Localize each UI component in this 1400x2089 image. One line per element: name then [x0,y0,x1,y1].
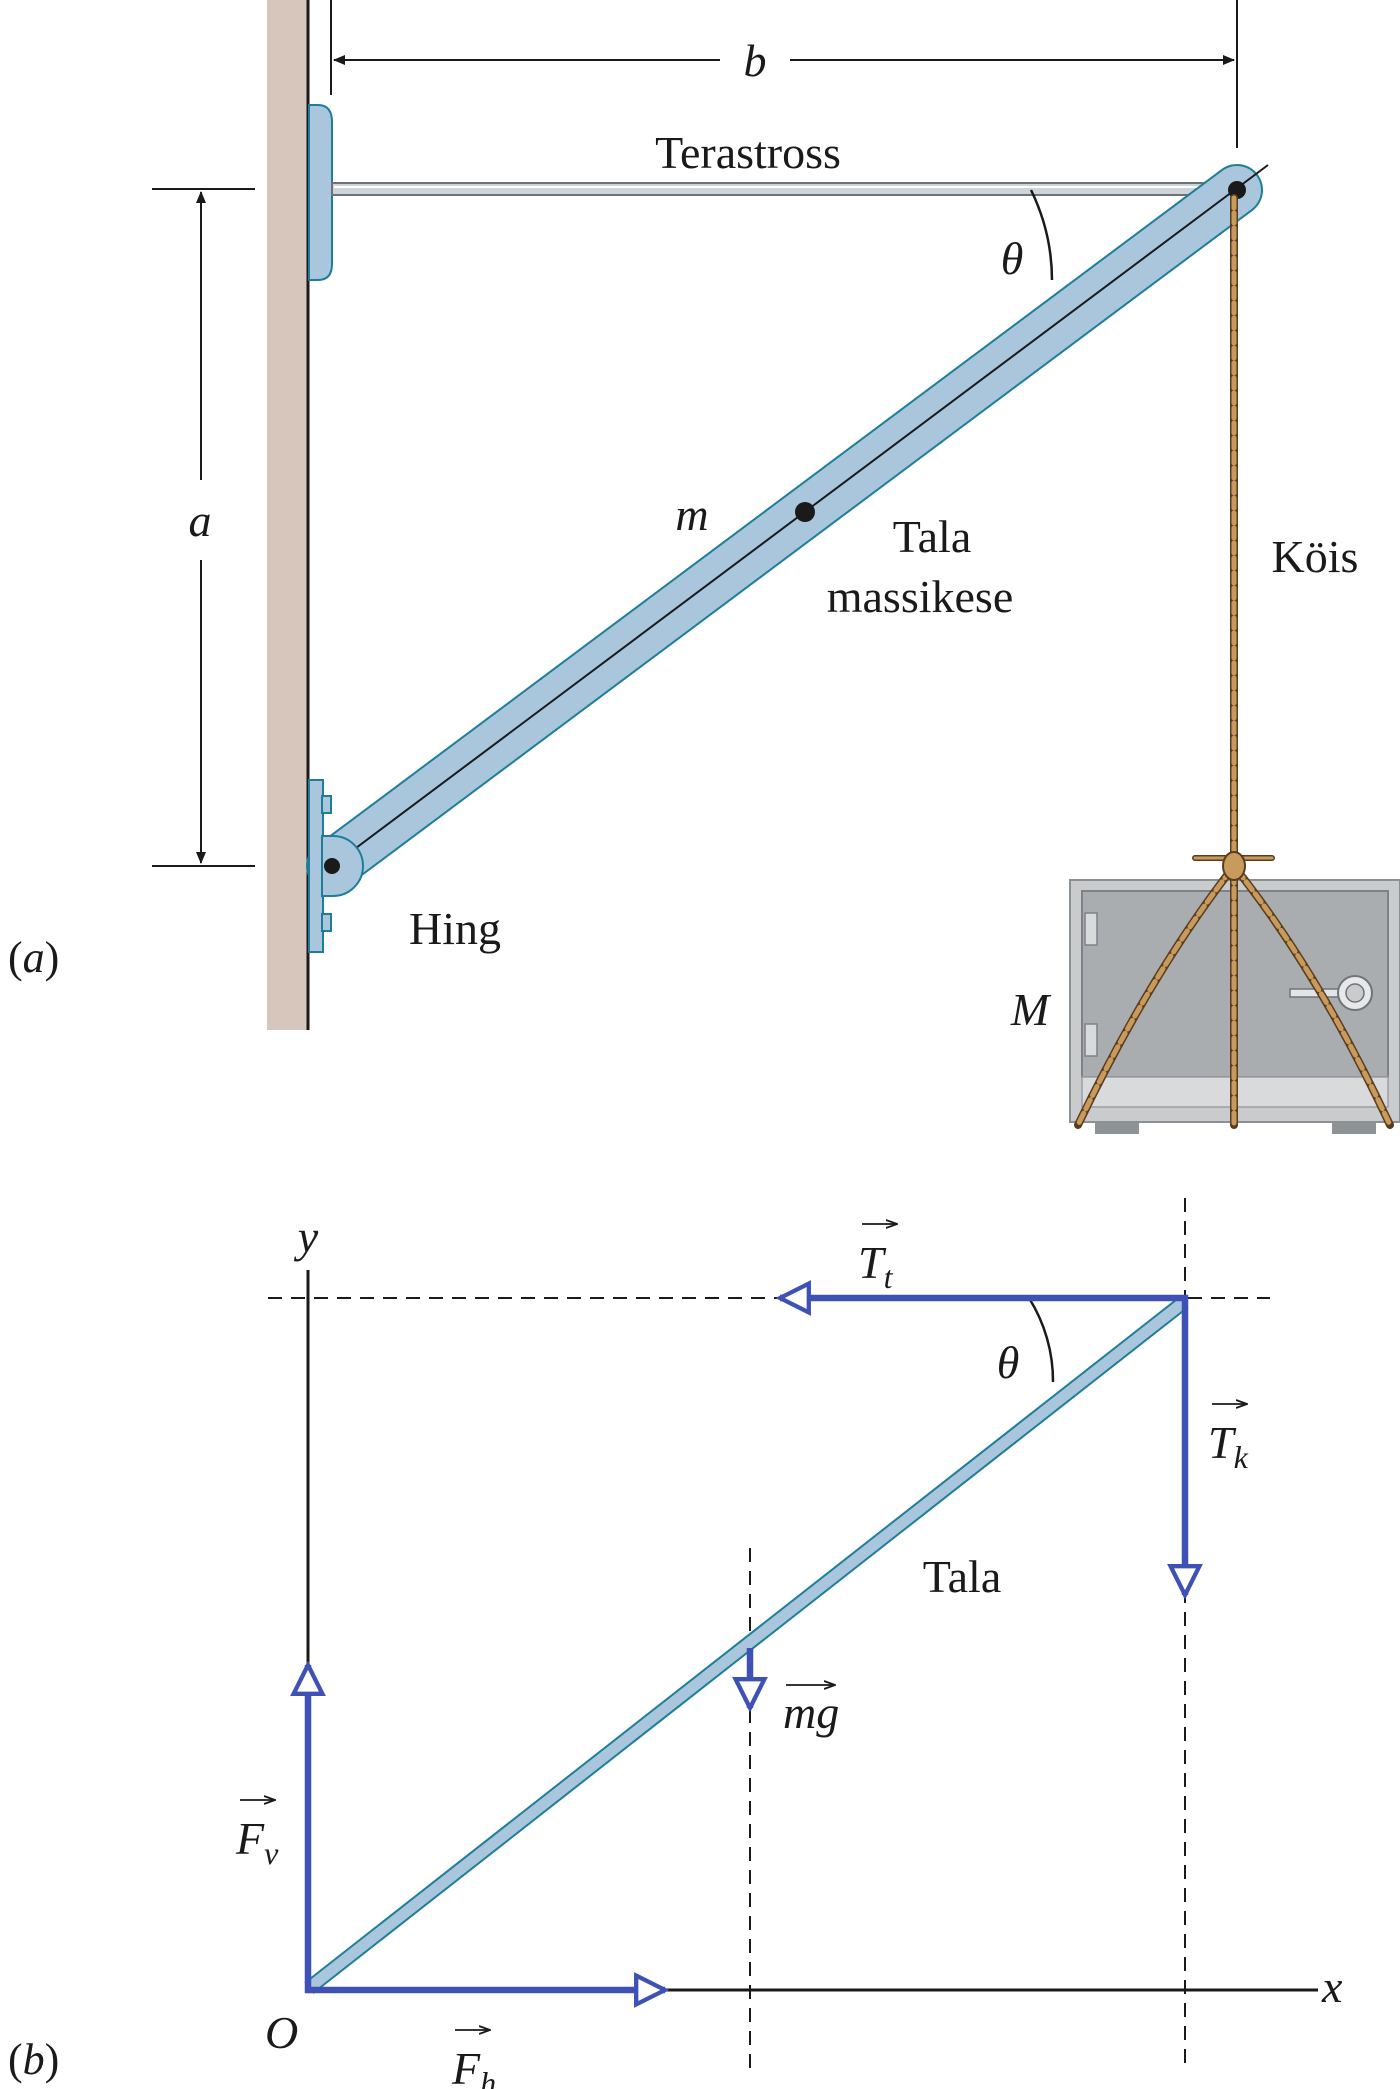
vector-label-mg: mg [783,1685,839,1738]
svg-text:Fv: Fv [235,1813,279,1871]
vector-label-tk: Tk [1208,1404,1249,1475]
wall [267,0,307,1030]
hinge-pin [324,858,340,874]
beam-label-line1: Tala [893,511,972,562]
hinge-label: Hing [409,903,501,954]
panel-b-label: (b) [8,2035,59,2084]
dimension-b-label: b [744,35,767,86]
angle-arc-a [1029,189,1054,281]
hinge [308,779,364,953]
svg-text:Tk: Tk [1208,1417,1249,1475]
beam-label-line2: massikese [827,571,1014,622]
angle-label-b: θ [997,1337,1020,1388]
rope-label: Köis [1272,531,1359,582]
beam-label-b: Tala [923,1551,1002,1602]
load-label: M [1010,984,1052,1035]
panel-a: (a) b a Terastross θ m Tala massikese Kö… [8,0,1400,1134]
svg-text:mg: mg [783,1687,839,1738]
vector-label-fv: Fv [235,1800,279,1871]
y-axis-label: y [294,1211,319,1262]
dimension-b [330,0,1238,148]
cable-label: Terastross [655,127,841,178]
angle-arc-b [1027,1297,1055,1383]
origin-label: O [265,2007,298,2058]
vector-label-fh: Fh [451,2030,496,2089]
dimension-a [152,188,255,867]
steel-cable [331,182,1238,196]
svg-text:Fh: Fh [451,2043,496,2089]
dimension-a-label: a [189,495,212,546]
angle-label-a: θ [1001,233,1024,284]
cable-bracket [308,104,333,281]
beam-b-body [305,1297,1188,1993]
panel-a-label: (a) [8,933,59,982]
panel-b: Tt Tk mg Fv Fh (b) y x O θ Tala [8,1198,1343,2089]
rope [1074,194,1394,1129]
svg-text:Tt: Tt [858,1237,894,1295]
vector-label-tt: Tt [858,1224,897,1295]
center-of-mass-dot [795,502,815,522]
x-axis-label: x [1321,1961,1343,2012]
force-vectors [305,1295,1188,1993]
mass-label: m [675,489,708,540]
